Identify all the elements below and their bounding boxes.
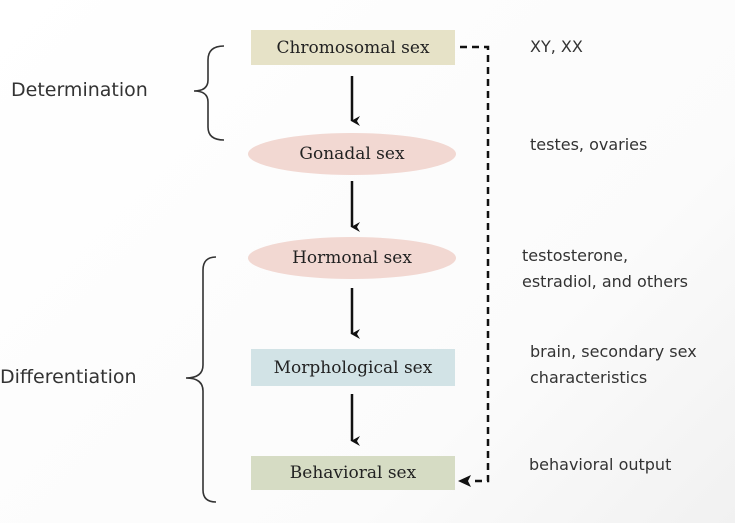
note-chromosomal-line1: XY, XX — [530, 37, 583, 56]
dashed-arrow-head — [458, 475, 471, 487]
gonadal-sex-ellipse — [248, 133, 456, 175]
note-behavioral: behavioral output — [529, 452, 671, 478]
note-morphological-line2: characteristics — [530, 368, 648, 387]
morphological-sex-box — [251, 349, 455, 386]
note-hormonal-line1: testosterone, — [522, 246, 629, 265]
chromosomal-sex-box — [251, 30, 455, 65]
hormonal-sex-label: Hormonal sex — [292, 248, 412, 268]
determination-brace — [193, 45, 225, 141]
differentiation-label: Differentiation — [0, 366, 137, 388]
behavioral-sex-box — [251, 456, 455, 490]
note-hormonal-line2: estradiol, and others — [522, 272, 688, 291]
note-gonadal: testes, ovaries — [530, 132, 647, 158]
differentiation-brace — [185, 256, 217, 503]
morphological-sex-label: Morphological sex — [273, 357, 433, 378]
behavioral-sex-label: Behavioral sex — [289, 463, 417, 483]
note-gonadal-line1: testes, ovaries — [530, 135, 648, 154]
note-hormonal: testosterone, estradiol, and others — [522, 243, 688, 295]
note-morphological-line1: brain, secondary sex — [530, 342, 697, 361]
chromosomal-sex-label: Chromosomal sex — [276, 37, 430, 58]
gonadal-sex-label: Gonadal sex — [299, 144, 405, 164]
dashed-direct-arrow — [460, 45, 490, 483]
note-morphological: brain, secondary sex characteristics — [530, 339, 697, 391]
hormonal-sex-ellipse — [248, 237, 456, 279]
note-behavioral-line1: behavioral output — [529, 455, 672, 474]
determination-label: Determination — [11, 79, 148, 101]
note-chromosomal: XY, XX — [530, 34, 583, 60]
